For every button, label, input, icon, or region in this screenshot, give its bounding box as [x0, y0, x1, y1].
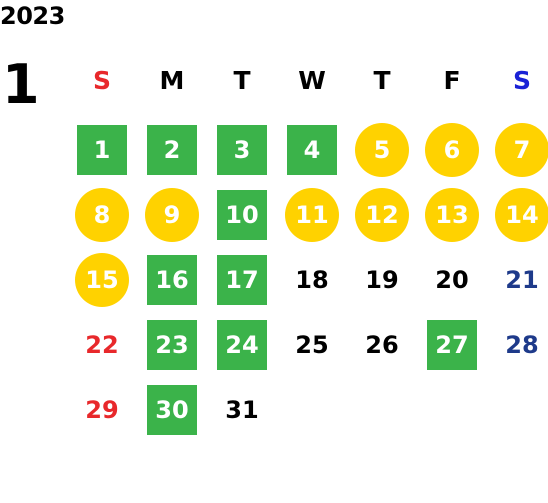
month-number: 1	[2, 53, 40, 116]
day-cell: 26	[365, 331, 399, 359]
day-cell: 25	[295, 331, 329, 359]
weekday-header: M	[159, 66, 185, 95]
weekday-header: F	[443, 66, 461, 95]
day-cell: 4	[287, 125, 337, 175]
day-cell: 28	[505, 331, 539, 359]
day-cell: 6	[425, 123, 479, 177]
day-cell: 12	[355, 188, 409, 242]
day-cell: 17	[217, 255, 267, 305]
day-cell: 23	[147, 320, 197, 370]
day-cell: 7	[495, 123, 548, 177]
day-cell: 5	[355, 123, 409, 177]
day-cell: 22	[85, 331, 119, 359]
day-cell: 9	[145, 188, 199, 242]
day-cell: 3	[217, 125, 267, 175]
day-cell: 20	[435, 266, 469, 294]
day-cell: 19	[365, 266, 399, 294]
year-label: 2023	[0, 2, 65, 30]
day-cell: 18	[295, 266, 329, 294]
day-cell: 8	[75, 188, 129, 242]
weekday-header: S	[92, 66, 111, 95]
day-cell: 13	[425, 188, 479, 242]
day-cell: 15	[75, 253, 129, 307]
weekday-header: S	[512, 66, 531, 95]
day-cell: 27	[427, 320, 477, 370]
day-cell: 24	[217, 320, 267, 370]
weekday-header: W	[298, 66, 326, 95]
day-cell: 31	[225, 396, 259, 424]
day-cell: 16	[147, 255, 197, 305]
day-cell: 11	[285, 188, 339, 242]
weekday-header: T	[373, 66, 391, 95]
day-cell: 1	[77, 125, 127, 175]
day-cell: 29	[85, 396, 119, 424]
weekday-header: T	[233, 66, 251, 95]
day-cell: 2	[147, 125, 197, 175]
day-cell: 10	[217, 190, 267, 240]
day-cell: 14	[495, 188, 548, 242]
day-cell: 21	[505, 266, 539, 294]
day-cell: 30	[147, 385, 197, 435]
